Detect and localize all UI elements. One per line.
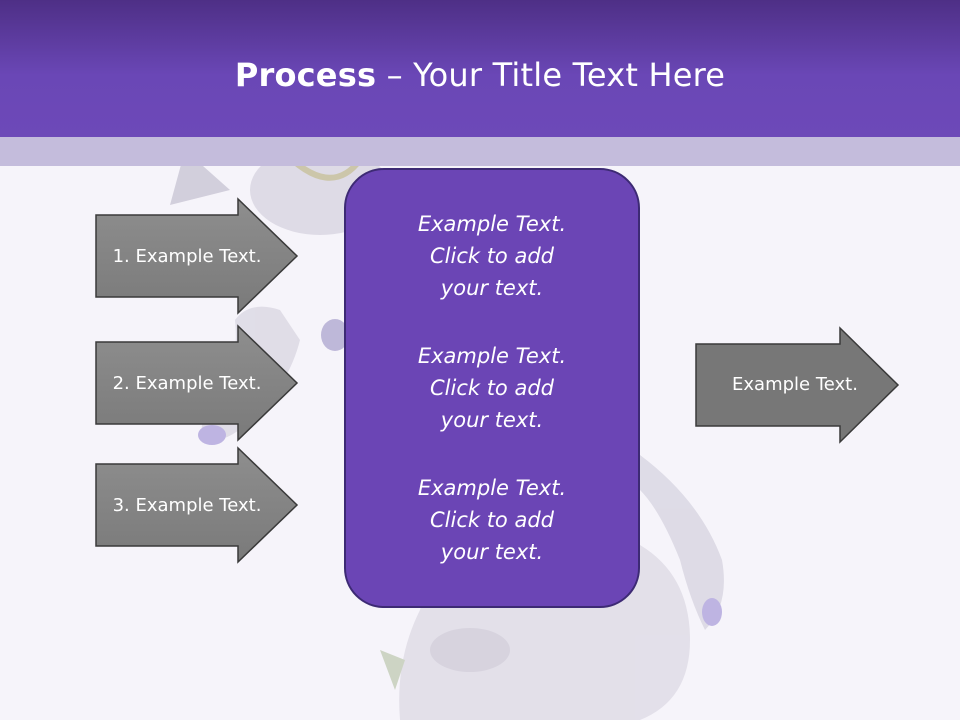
- input-arrow-1[interactable]: 1. Example Text.: [95, 197, 299, 315]
- slide-title: Process – Your Title Text Here: [0, 54, 960, 96]
- input-arrow-3-label: 3. Example Text.: [113, 495, 262, 516]
- center-text-item-1[interactable]: Example Text. Click to add your text.: [417, 212, 567, 300]
- title-stripe: [0, 137, 960, 166]
- input-arrow-2[interactable]: 2. Example Text.: [95, 324, 299, 442]
- title-bar: [0, 0, 960, 137]
- input-arrow-3[interactable]: 3. Example Text.: [95, 446, 299, 564]
- input-arrow-2-label: 2. Example Text.: [113, 373, 262, 394]
- center-text-item-3[interactable]: Example Text. Click to add your text.: [417, 476, 567, 564]
- center-process-box[interactable]: Example Text. Click to add your text. Ex…: [344, 168, 640, 608]
- title-strong: Process: [234, 56, 377, 94]
- input-arrow-1-label: 1. Example Text.: [113, 246, 262, 267]
- output-arrow-label: Example Text.: [732, 374, 858, 395]
- center-text-item-2[interactable]: Example Text. Click to add your text.: [417, 344, 567, 432]
- title-rest: – Your Title Text Here: [376, 56, 726, 94]
- output-arrow[interactable]: Example Text.: [695, 326, 900, 444]
